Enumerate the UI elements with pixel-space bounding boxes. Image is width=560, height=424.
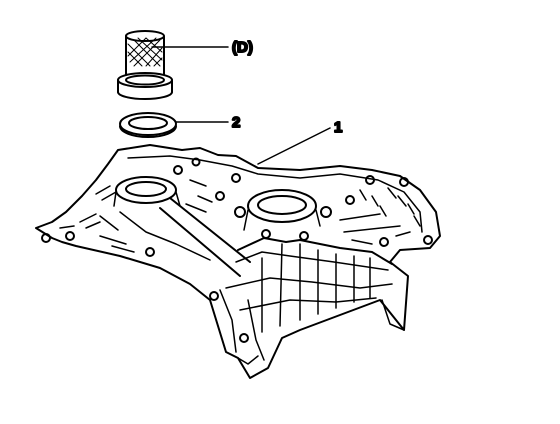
callout-seal-label: 2 bbox=[232, 114, 240, 131]
oil-seal bbox=[119, 112, 229, 138]
cover-texture-left bbox=[59, 179, 213, 253]
cover-grid-ribs bbox=[261, 243, 371, 333]
seal-installer-tool bbox=[117, 30, 229, 100]
callout-tool-label: (D) bbox=[232, 39, 253, 56]
callout-cover-label: 1 bbox=[334, 119, 342, 136]
knurled-grip bbox=[127, 37, 163, 67]
cover-ribs-right bbox=[339, 187, 421, 245]
timing-chain-cover bbox=[35, 127, 441, 379]
